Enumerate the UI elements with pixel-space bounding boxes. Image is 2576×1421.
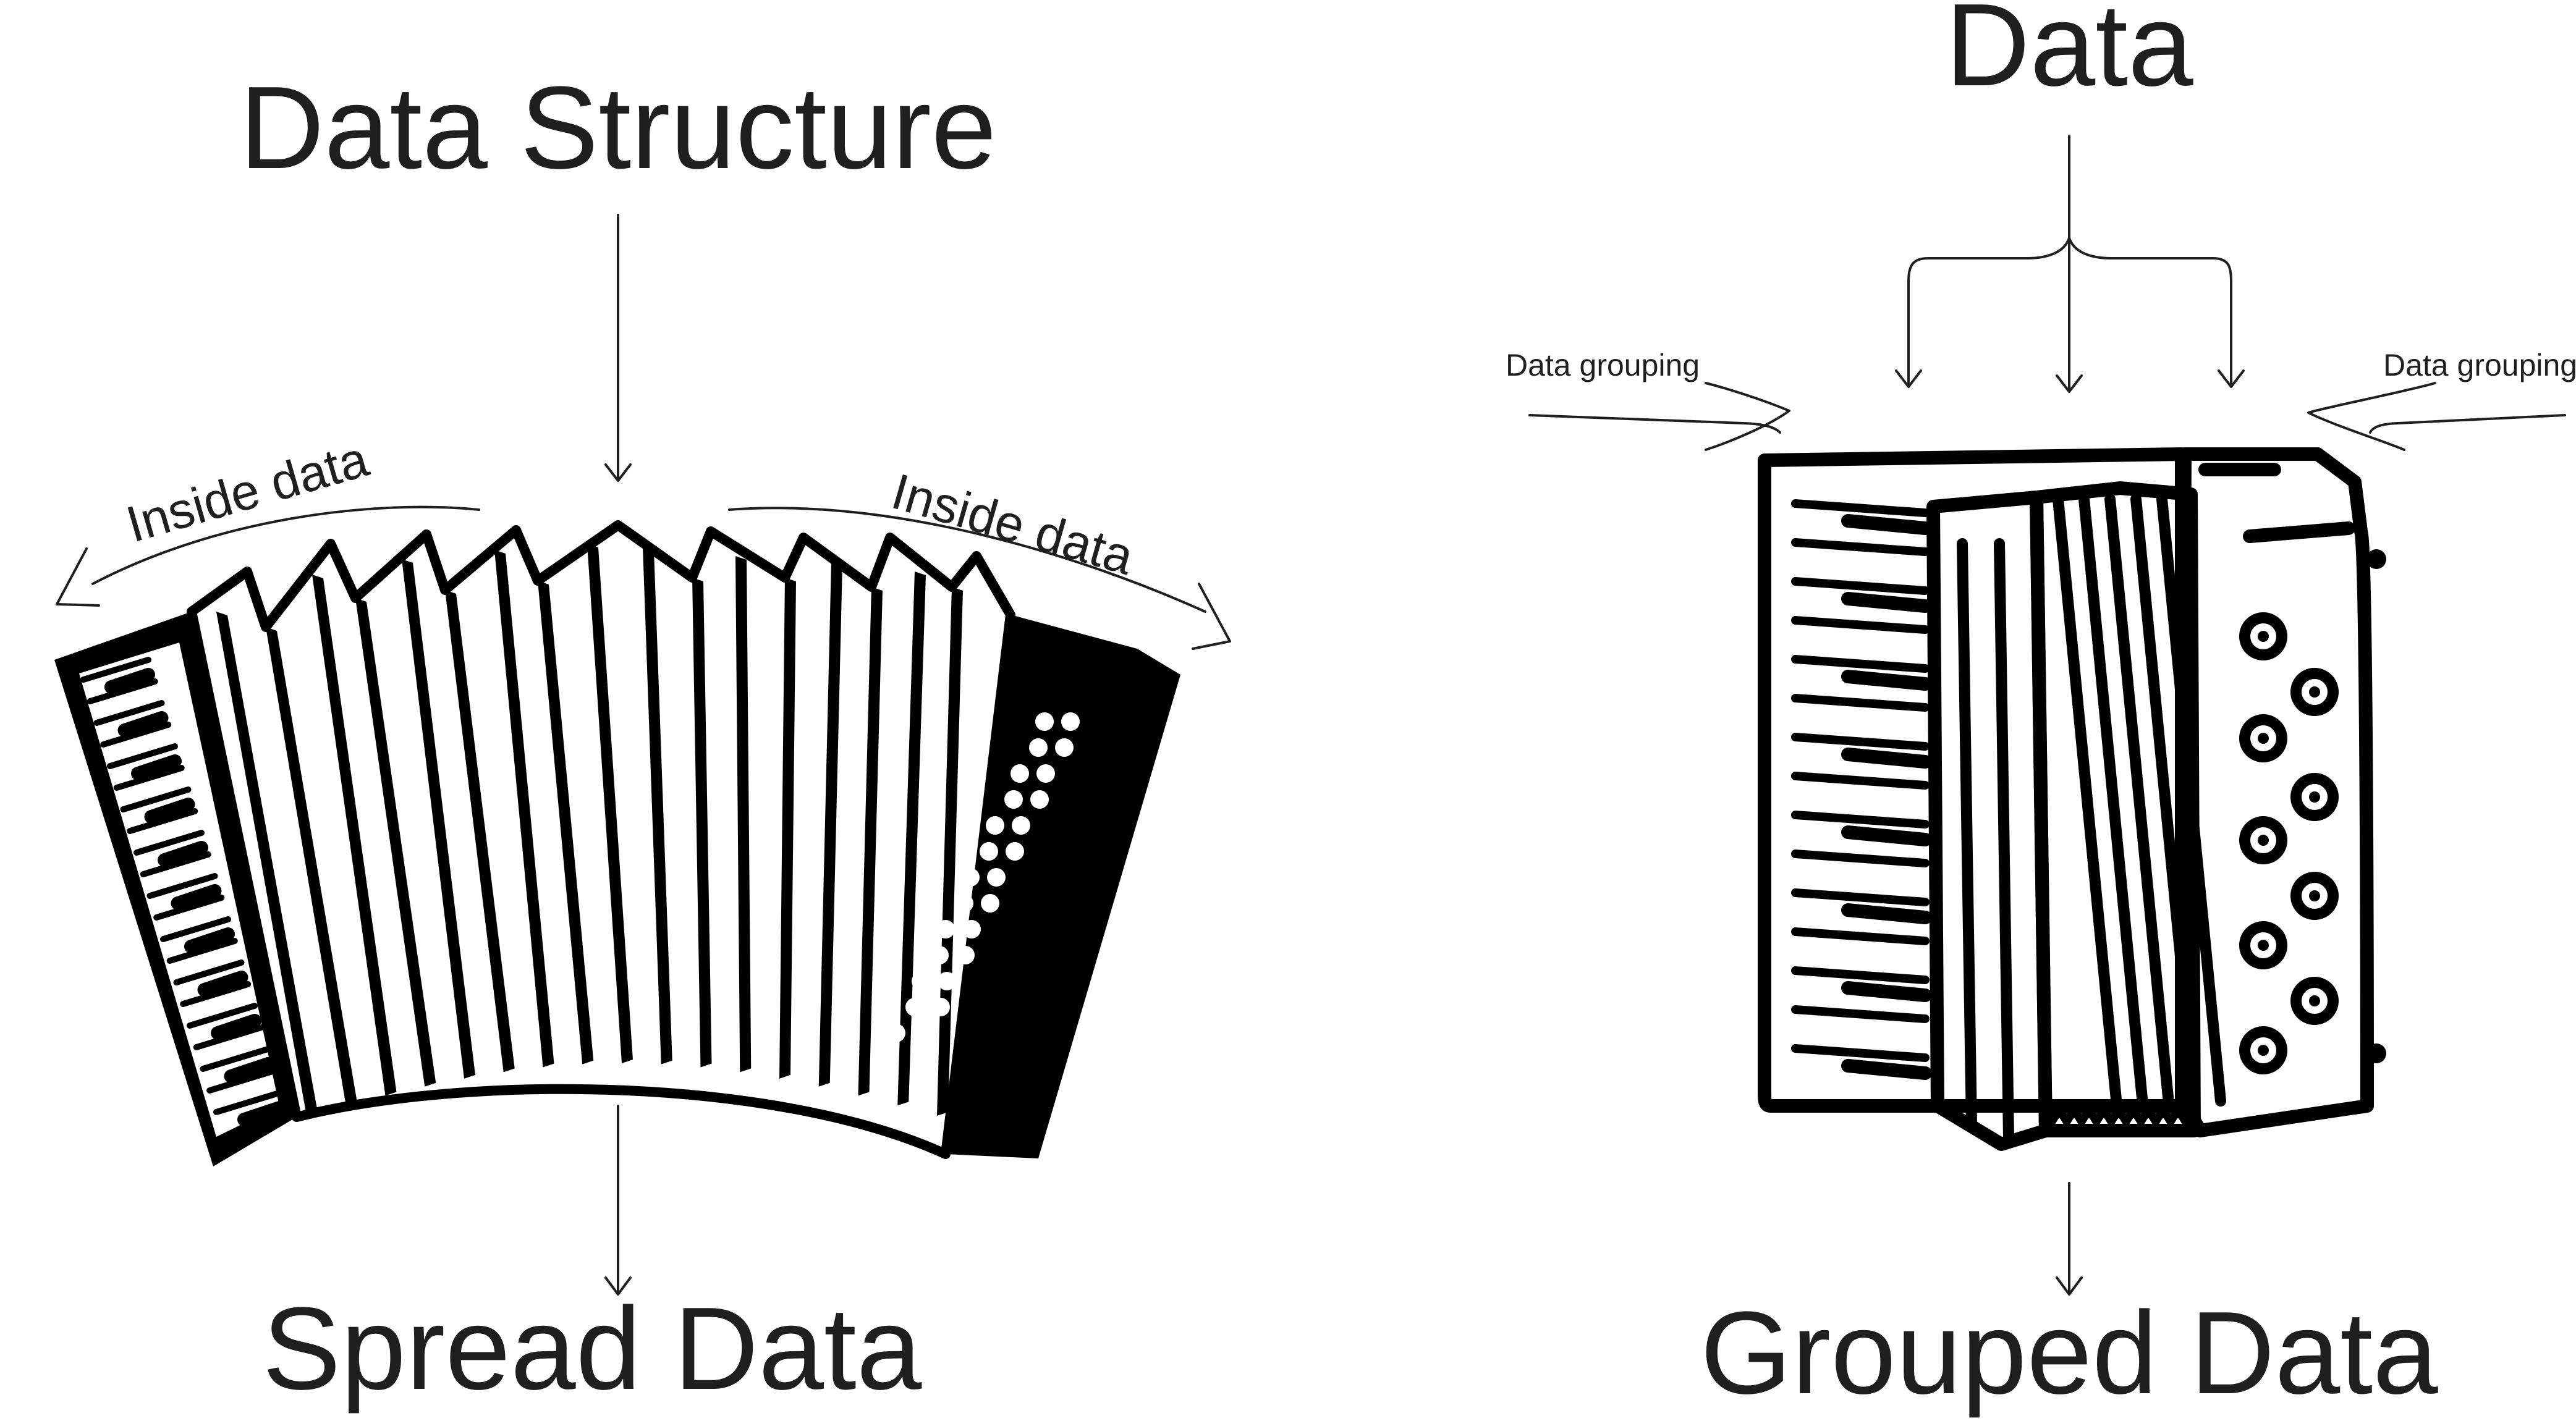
right-grouping-arrow [2307, 382, 2566, 451]
right-title: Data [1945, 0, 2193, 111]
accordion-compressed-icon [1758, 447, 2386, 1151]
left-grouping-arrow [1528, 382, 1790, 451]
accordion-expanded-icon [54, 520, 1180, 1166]
left-annotation-inside-data: Inside data [121, 431, 375, 553]
right-annotation-arrow [728, 507, 1231, 650]
left-bottom-label: Spread Data [263, 1283, 922, 1414]
brace-arrows [1895, 135, 2245, 393]
left-annotation-data-grouping: Data grouping [1506, 348, 1700, 382]
left-top-arrow [604, 214, 632, 482]
right-bottom-label: Grouped Data [1700, 1288, 2438, 1419]
right-bottom-arrow [2056, 1182, 2083, 1296]
left-bottom-arrow [604, 1105, 632, 1296]
left-title: Data Structure [240, 62, 997, 193]
left-annotation-arrow [56, 505, 480, 607]
right-annotation-data-grouping: Data grouping [2383, 348, 2576, 382]
